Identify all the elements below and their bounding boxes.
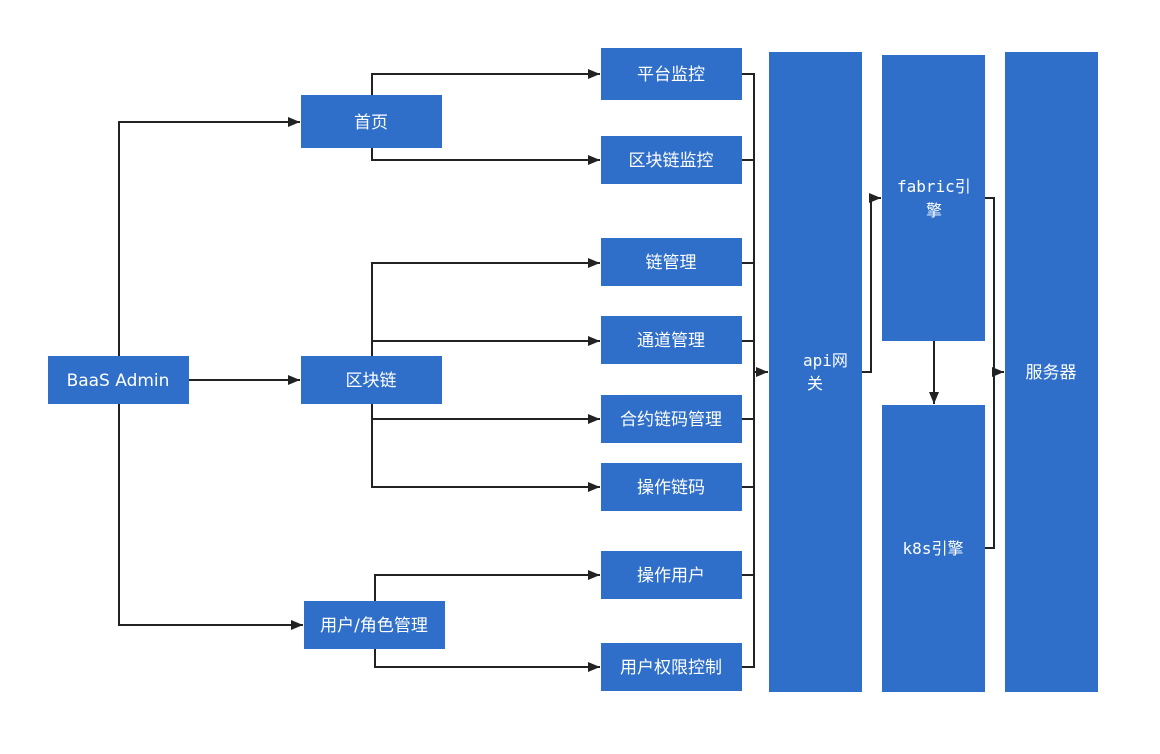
node-label: BaaS Admin xyxy=(67,371,170,391)
node-channel-mgmt: 通道管理 xyxy=(601,316,742,364)
node-label: 服务器 xyxy=(1026,363,1077,383)
edge-home-platform-monitor xyxy=(371,69,600,95)
edge-bus-to-gateway xyxy=(742,73,755,668)
nodes: BaaS Admin 首页 区块链 用户/角色管理 平台监控 区块链监控 链管理 xyxy=(48,48,1098,692)
node-label: 合约链码管理 xyxy=(620,410,722,430)
node-contract-chaincode-mgmt: 合约链码管理 xyxy=(601,395,742,443)
node-chain-mgmt: 链管理 xyxy=(601,238,742,286)
node-label-line-2: 擎 xyxy=(926,201,942,220)
node-label-line-1: api网 xyxy=(803,351,848,370)
node-label: 平台监控 xyxy=(637,65,705,85)
node-label: 用户/角色管理 xyxy=(320,616,428,636)
edge-usermgmt-operate-user xyxy=(374,570,600,601)
node-blockchain: 区块链 xyxy=(301,356,442,404)
node-baas-admin: BaaS Admin xyxy=(48,356,189,404)
node-user-role-mgmt: 用户/角色管理 xyxy=(304,601,445,649)
edge-admin-usermgmt xyxy=(118,404,303,630)
node-label: 区块链 xyxy=(346,371,397,391)
node-label: 链管理 xyxy=(646,253,697,273)
node-label-line-1: fabric引 xyxy=(897,177,971,196)
node-api-gateway: api网 关 xyxy=(769,52,862,692)
node-user-permission: 用户权限控制 xyxy=(601,643,742,691)
node-k8s-engine: k8s引擎 xyxy=(882,405,985,692)
node-server: 服务器 xyxy=(1005,52,1098,692)
node-operate-user: 操作用户 xyxy=(601,551,742,599)
edge-blockchain-chain-mgmt xyxy=(371,258,600,356)
edge-gateway-fabric xyxy=(861,193,881,373)
node-label-line-2: 关 xyxy=(807,374,823,393)
node-home: 首页 xyxy=(301,95,442,148)
edge-blockchain-operate-chaincode xyxy=(371,419,600,492)
edge-usermgmt-permission xyxy=(374,649,600,672)
node-operate-chaincode: 操作链码 xyxy=(601,463,742,511)
node-chain-monitor: 区块链监控 xyxy=(601,136,742,184)
node-label: 操作链码 xyxy=(637,478,705,498)
node-label: 操作用户 xyxy=(637,566,705,586)
node-platform-monitor: 平台监控 xyxy=(601,48,742,100)
node-label: 通道管理 xyxy=(637,331,705,351)
edge-admin-home xyxy=(118,117,300,356)
node-label: 首页 xyxy=(354,113,388,133)
node-label: 区块链监控 xyxy=(629,151,714,171)
node-fabric-engine: fabric引 擎 xyxy=(882,55,985,341)
edge-blockchain-contract-mgmt xyxy=(371,404,600,424)
edge-engines-server xyxy=(985,197,995,549)
node-label: k8s引擎 xyxy=(903,539,964,558)
node-label: 用户权限控制 xyxy=(620,658,722,678)
edge-home-chain-monitor xyxy=(371,148,600,165)
edges xyxy=(118,69,1004,672)
